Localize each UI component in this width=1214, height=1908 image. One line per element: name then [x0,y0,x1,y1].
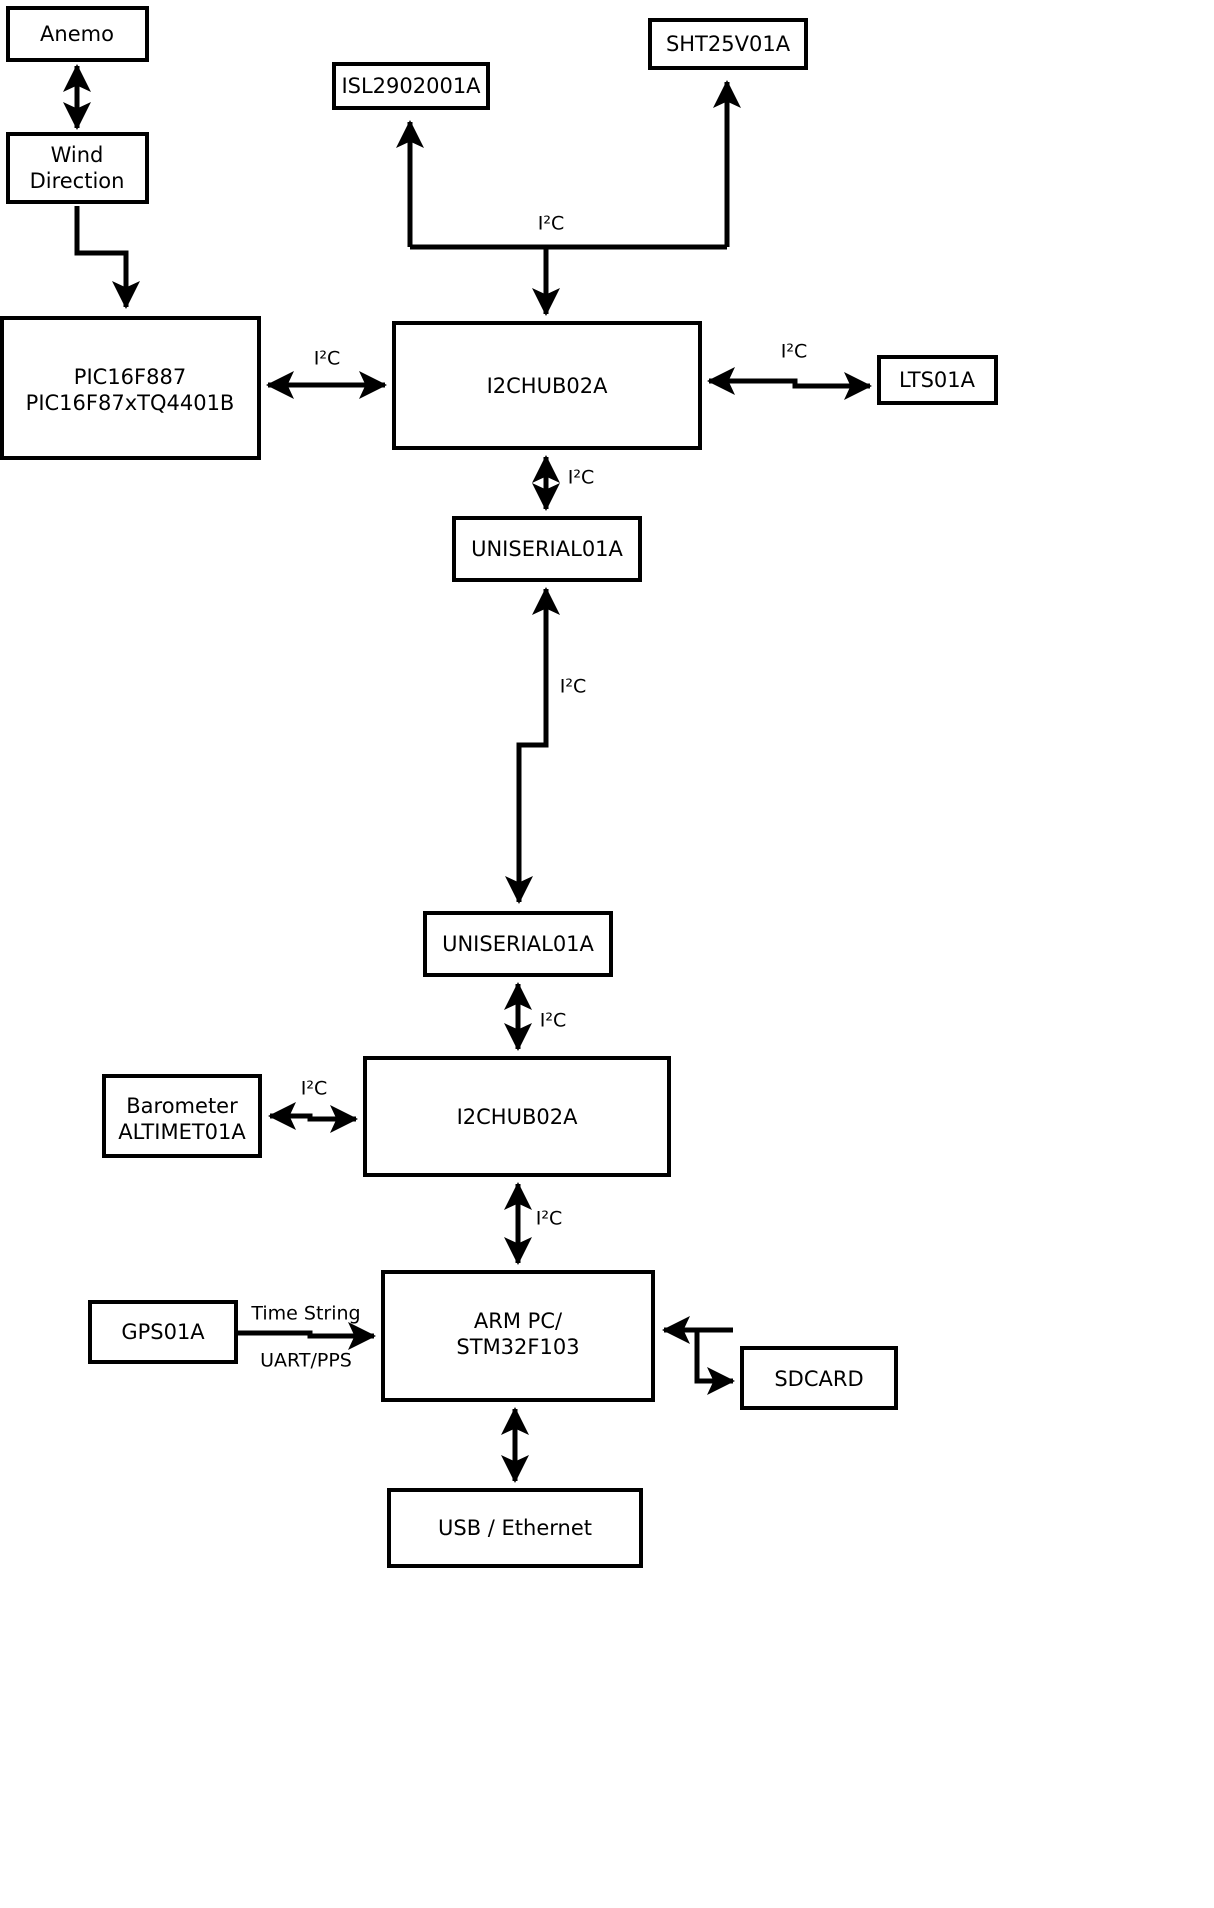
node-i2chub02a-top[interactable]: I2CHUB02A [392,321,702,450]
node-i2chub02a-top-label: I2CHUB02A [487,374,609,398]
node-gps01a-label: GPS01A [121,1320,205,1344]
node-anemo[interactable]: Anemo [6,6,149,62]
node-uniserial01a-top-label: UNISERIAL01A [471,537,623,561]
node-sdcard-label: SDCARD [774,1367,863,1391]
node-i2chub02a-bottom-label: I2CHUB02A [457,1105,579,1129]
node-uniserial01a-bottom-label: UNISERIAL01A [442,932,594,956]
node-lts01a[interactable]: LTS01A [877,355,998,405]
edge-pic-to-wind-direction [74,206,140,310]
node-isl2902001a-label: ISL2902001A [341,74,481,98]
edge-gps-to-armpc [238,1322,377,1350]
node-usb-ethernet-label: USB / Ethernet [438,1516,592,1540]
edge-label-uart-pps: UART/PPS [260,1350,352,1372]
edge-label-i2c-uniserial-hub-bottom: I²C [540,1010,567,1032]
node-barometer-label-line1: Barometer [126,1094,238,1118]
node-sht25v01a[interactable]: SHT25V01A [648,18,808,70]
node-isl2902001a[interactable]: ISL2902001A [332,62,490,110]
node-pic16f887[interactable]: PIC16F887 PIC16F87xTQ4401B [0,316,261,460]
node-arm-pc-stm32f103[interactable]: ARM PC/ STM32F103 [381,1270,655,1402]
edge-uniserial-bottom-to-uniserial-top [516,586,560,902]
node-barometer-altimet01a[interactable]: Barometer ALTIMET01A [102,1074,262,1158]
node-uniserial01a-bottom[interactable]: UNISERIAL01A [423,911,613,977]
node-anemo-label: Anemo [40,22,114,46]
node-sht25v01a-label: SHT25V01A [666,32,791,56]
node-wind-direction[interactable]: Wind Direction [6,132,149,204]
node-arm-pc-label-line2: STM32F103 [456,1335,579,1359]
node-wind-direction-label-line1: Wind [51,143,104,167]
edge-label-i2c-barometer-hub-bottom: I²C [301,1078,328,1100]
edge-label-i2c-hub-uniserial: I²C [568,467,595,489]
node-barometer-label-line2: ALTIMET01A [118,1120,246,1144]
edge-label-i2c-uniserial-uniserial: I²C [560,676,587,698]
edge-i2chub-top-to-lts01a [706,367,873,400]
node-wind-direction-label-line2: Direction [30,169,125,193]
edge-i2c-top-bus [396,79,741,317]
edge-label-i2c-top-bus: I²C [538,213,565,235]
node-i2chub02a-bottom[interactable]: I2CHUB02A [363,1056,671,1177]
edge-armpc-to-sdcard [661,1316,736,1395]
node-uniserial01a-top[interactable]: UNISERIAL01A [452,516,642,582]
node-usb-ethernet[interactable]: USB / Ethernet [387,1488,643,1568]
node-pic16f887-label-line1: PIC16F887 [74,365,186,389]
node-lts01a-label: LTS01A [899,368,976,392]
node-gps01a[interactable]: GPS01A [88,1300,238,1364]
node-arm-pc-label-line1: ARM PC/ [474,1309,563,1333]
node-pic16f887-label-line2: PIC16F87xTQ4401B [26,391,235,415]
edge-barometer-to-i2chub-bottom [267,1102,359,1133]
edge-label-time-string: Time String [250,1303,360,1325]
edge-label-i2c-hub-bottom-armpc: I²C [536,1208,563,1230]
node-sdcard[interactable]: SDCARD [740,1346,898,1410]
edge-label-i2c-pic-hub: I²C [314,348,341,370]
edge-label-i2c-hub-lts: I²C [781,341,808,363]
